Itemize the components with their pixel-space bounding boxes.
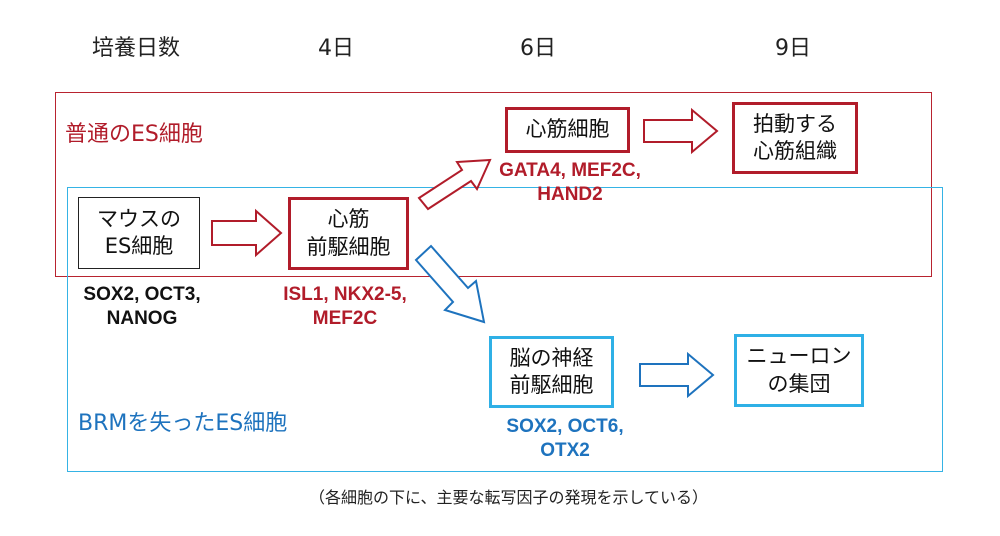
neural-progenitor-line-2: 前駆細胞 bbox=[509, 373, 594, 397]
footnote: （各細胞の下に、主要な転写因子の発現を示している） bbox=[309, 488, 709, 507]
beating-tissue-line-2: 心筋組織 bbox=[753, 139, 837, 163]
cardiomyocyte-box: 心筋細胞 bbox=[505, 107, 630, 153]
normal-es-region bbox=[55, 92, 932, 277]
cardiomyocyte-factors: GATA4, MEF2C, HAND2 bbox=[480, 159, 660, 207]
neuron-cluster-box: ニューロン の集団 bbox=[734, 334, 864, 407]
mouse-es-factors: SOX2, OCT3, NANOG bbox=[62, 283, 222, 331]
neuron-cluster-line-2: の集団 bbox=[767, 371, 831, 396]
day-9-label: 9日 bbox=[775, 36, 811, 61]
day-6-label: 6日 bbox=[520, 36, 556, 61]
brm-es-region-label: BRMを失ったES細胞 bbox=[78, 411, 288, 436]
arrow-cardiomyocyte-to-beating-tissue bbox=[643, 107, 719, 155]
arrow-neural-progenitor-to-neuron-cluster bbox=[639, 351, 715, 399]
neuron-cluster-line-1: ニューロン bbox=[746, 344, 852, 369]
normal-es-region-label: 普通のES細胞 bbox=[65, 122, 203, 147]
cardiac-progenitor-factors-line-2: MEF2C bbox=[312, 307, 378, 329]
arrow-es-to-cardiac-progenitor bbox=[211, 208, 283, 258]
cardiac-progenitor-line-2: 前駆細胞 bbox=[306, 234, 391, 259]
cardiomyocyte-factors-line-2: HAND2 bbox=[537, 183, 603, 205]
mouse-es-cell-line-2: ES細胞 bbox=[104, 234, 174, 258]
arrow-cardiac-progenitor-to-cardiomyocyte bbox=[417, 158, 492, 211]
neural-progenitor-box: 脳の神経 前駆細胞 bbox=[489, 336, 614, 408]
neural-progenitor-factors: SOX2, OCT6, OTX2 bbox=[480, 415, 650, 463]
beating-tissue-box: 拍動する 心筋組織 bbox=[732, 102, 858, 174]
arrow-cardiac-progenitor-to-neural-progenitor bbox=[414, 244, 486, 324]
cardiac-progenitor-factors: ISL1, NKX2-5, MEF2C bbox=[255, 283, 435, 331]
day-4-label: 4日 bbox=[318, 36, 354, 61]
neural-progenitor-factors-line-1: SOX2, OCT6, bbox=[506, 416, 624, 437]
cardiac-progenitor-factors-line-1: ISL1, NKX2-5, bbox=[283, 284, 407, 305]
neural-progenitor-factors-line-2: OTX2 bbox=[540, 439, 590, 461]
cardiac-progenitor-line-1: 心筋 bbox=[327, 207, 370, 232]
mouse-es-cell-box: マウスの ES細胞 bbox=[78, 197, 200, 269]
brm-es-region bbox=[67, 187, 943, 472]
mouse-es-factors-line-1: SOX2, OCT3, bbox=[83, 284, 201, 305]
cardiomyocyte-factors-line-1: GATA4, MEF2C, bbox=[499, 160, 641, 181]
cardiac-progenitor-box: 心筋 前駆細胞 bbox=[288, 197, 409, 270]
beating-tissue-line-1: 拍動する bbox=[753, 111, 837, 136]
neural-progenitor-line-1: 脳の神経 bbox=[509, 345, 594, 370]
days-label: 培養日数 bbox=[92, 36, 181, 61]
cardiomyocyte-line-1: 心筋細胞 bbox=[525, 117, 610, 142]
mouse-es-cell-line-1: マウスの bbox=[97, 206, 181, 231]
mouse-es-factors-line-2: NANOG bbox=[106, 307, 178, 329]
